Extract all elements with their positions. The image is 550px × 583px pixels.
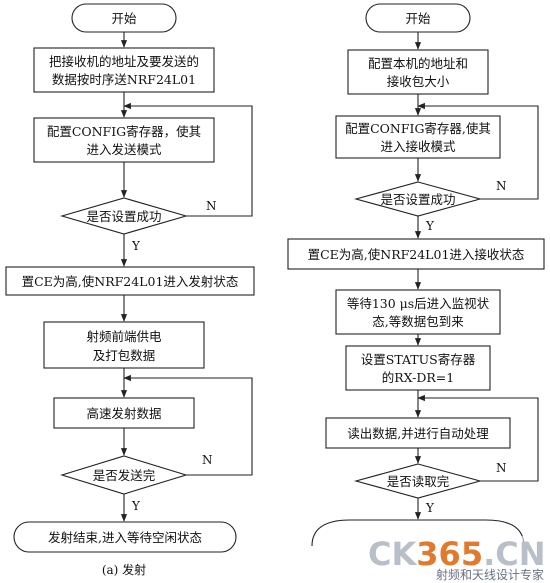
rx-loop-read-no [417, 394, 539, 482]
tx-end-terminal [13, 521, 237, 553]
rx-step-wait-monitor-line1: 等待130 μs后进入监视状 [347, 296, 490, 311]
watermark-logo: CK365.CN 射频和天线设计专家 [360, 535, 550, 583]
tx-yes-label-1: Y [131, 239, 141, 253]
rx-step-config-address [347, 49, 489, 95]
rx-decision-setup-ok-label: 是否设置成功 [380, 192, 455, 207]
tx-yes-label-2: Y [131, 499, 141, 513]
tx-end-label: 发射结束,进入等待空闲状态 [48, 530, 202, 545]
tx-step-config-line1: 配置CONFIG寄存器，使其 [47, 124, 201, 139]
rx-step-read-data [325, 417, 511, 449]
watermark-backdrop [360, 536, 550, 583]
tx-step-send-data-label: 高速发射数据 [86, 406, 161, 421]
rx-step-set-status [345, 345, 491, 391]
rx-decision-read-done-label: 是否读取完 [387, 474, 450, 489]
rx-step-set-status-line2: 的RX-DR=1 [382, 370, 454, 385]
tx-loop-send-no [123, 374, 253, 476]
watermark-brand: CK365.CN [368, 535, 546, 573]
tx-step-config-line2: 进入发送模式 [86, 142, 162, 157]
watermark-slogan: 射频和天线设计专家 [436, 567, 544, 582]
rx-end-terminal-partial [311, 519, 525, 547]
transmit-flow: 开始 把接收机的地址及要发送的 数据按时序送NRF24L01 配置CONFIG寄… [5, 3, 255, 577]
rx-step-config-line2: 进入接收模式 [380, 139, 456, 154]
tx-step-ce-high [5, 266, 255, 296]
rx-step-ce-high [287, 238, 545, 270]
rx-no-label-2: N [496, 461, 507, 475]
tx-decision-send-done-label: 是否发送完 [93, 468, 156, 483]
rx-step-wait-monitor-line2: 态,等数据包到来 [372, 314, 464, 329]
rx-loop-setup-no [417, 102, 539, 200]
tx-no-label-1: N [206, 199, 217, 213]
rx-step-config [335, 115, 501, 159]
tx-step-load-address-line1: 把接收机的地址及要发送的 [49, 54, 199, 69]
tx-loop-setup-no [123, 102, 253, 217]
receive-flow: 开始 配置本机的地址和 接收包大小 配置CONFIG寄存器,使其 进入接收模式 … [287, 3, 545, 547]
rx-step-set-status-line1: 设置STATUS寄存器 [361, 352, 476, 367]
rx-no-label-1: N [496, 179, 507, 193]
rx-step-config-line1: 配置CONFIG寄存器,使其 [345, 121, 491, 136]
tx-caption: (a) 发射 [102, 562, 146, 577]
tx-no-label-2: N [202, 453, 213, 467]
rx-step-config-address-line2: 接收包大小 [387, 74, 450, 89]
rx-step-read-data-label: 读出数据,并进行自动处理 [347, 426, 489, 441]
tx-step-ce-high-label: 置CE为高,使NRF24L01进入发射状态 [22, 274, 239, 289]
tx-step-load-address-line2: 数据按时序送NRF24L01 [52, 72, 196, 87]
rx-step-wait-monitor [335, 289, 501, 335]
tx-step-rf-power-line2: 及打包数据 [93, 348, 156, 363]
tx-step-send-data [53, 397, 195, 429]
rx-yes-label-2: Y [425, 501, 435, 515]
rx-step-ce-high-label: 置CE为高,使NRF24L01进入接收状态 [308, 247, 525, 262]
tx-step-load-address [33, 47, 215, 93]
tx-step-rf-power-line1: 射频前端供电 [86, 329, 162, 344]
rx-step-config-address-line1: 配置本机的地址和 [368, 56, 468, 71]
tx-start-label: 开始 [111, 11, 137, 26]
tx-decision-setup-ok-label: 是否设置成功 [86, 209, 161, 224]
rx-yes-label-1: Y [425, 219, 435, 233]
rx-start-label: 开始 [405, 11, 431, 26]
